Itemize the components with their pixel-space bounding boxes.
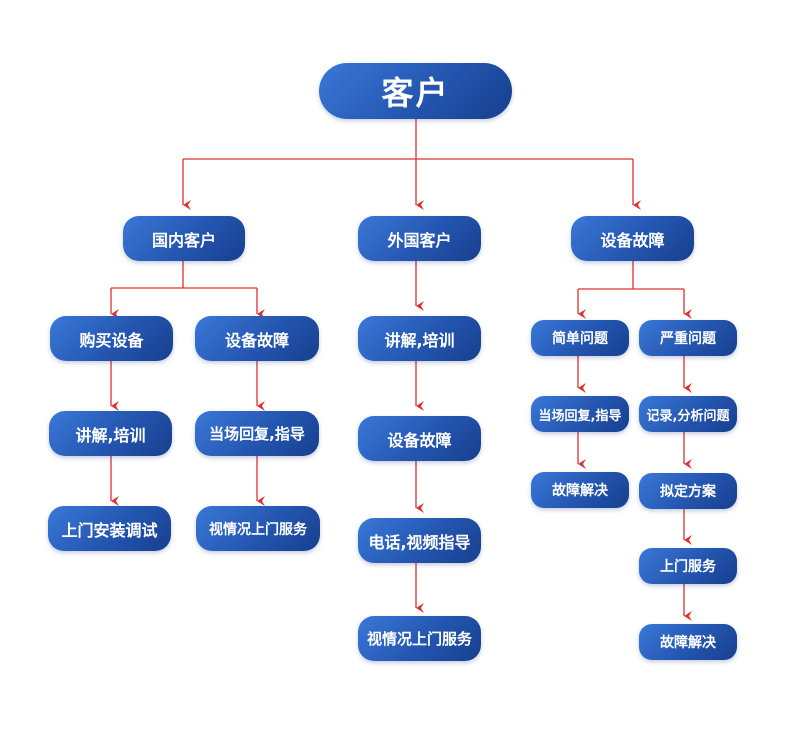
foreign-step-phone-video: 电话,视频指导: [358, 518, 481, 563]
foreign-step-onsite-service: 视情况上门服务: [358, 616, 481, 661]
domestic-fault-node: 设备故障: [195, 316, 319, 361]
serious-step-resolved: 故障解决: [639, 624, 737, 660]
foreign-step-equipment-fault: 设备故障: [358, 416, 481, 461]
purchase-step-onsite-install: 上门安装调试: [48, 506, 171, 551]
simple-step-resolved: 故障解决: [531, 472, 629, 508]
purchase-equipment-node: 购买设备: [50, 316, 173, 361]
domestic-customer-node: 国内客户: [123, 216, 245, 261]
foreign-step-explain-train: 讲解,培训: [358, 316, 481, 361]
simple-problem-node: 简单问题: [531, 320, 629, 356]
equipment-fault-node: 设备故障: [571, 216, 694, 261]
simple-step-onsite-reply: 当场回复,指导: [531, 396, 629, 432]
root-node: 客户: [319, 63, 512, 119]
foreign-customer-node: 外国客户: [358, 216, 481, 261]
purchase-step-explain-train: 讲解,培训: [49, 411, 172, 456]
serious-step-record-analyze: 记录,分析问题: [639, 396, 737, 432]
domestic-fault-step-onsite-reply: 当场回复,指导: [195, 411, 319, 456]
serious-step-draft-plan: 拟定方案: [639, 473, 737, 509]
serious-problem-node: 严重问题: [639, 320, 737, 356]
domestic-fault-step-onsite-service: 视情况上门服务: [196, 506, 320, 551]
serious-step-onsite-service: 上门服务: [639, 548, 737, 584]
